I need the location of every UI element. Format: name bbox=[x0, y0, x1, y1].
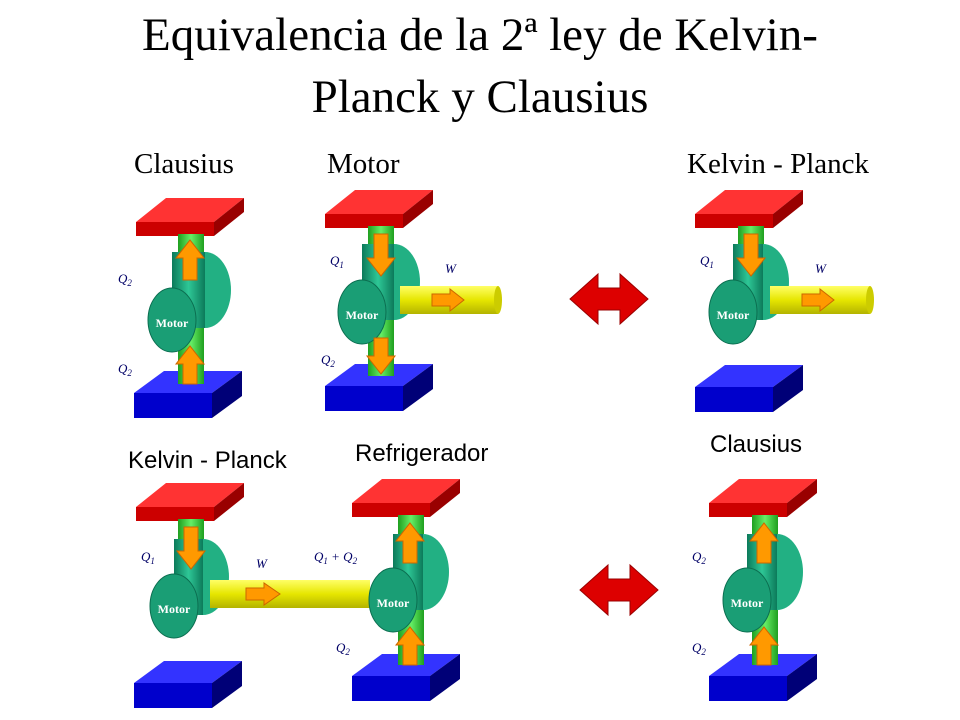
hot-reservoir bbox=[136, 483, 244, 521]
motor-label: Motor bbox=[717, 308, 750, 322]
heat-label-q2: Q2 bbox=[321, 352, 335, 369]
up-arrow-icon bbox=[748, 522, 780, 564]
hot-reservoir bbox=[136, 198, 244, 236]
title-line-1: Equivalencia de la 2ª ley de Kelvin- bbox=[142, 9, 818, 61]
title-line-2: Planck y Clausius bbox=[311, 71, 649, 123]
motor-label: Motor bbox=[158, 602, 191, 616]
label-clausius-top: Clausius bbox=[134, 148, 234, 180]
work-label: W bbox=[815, 261, 827, 276]
up-arrow-icon bbox=[394, 626, 426, 666]
device-refrigerador: Motor Q1 + Q2 Q2 bbox=[314, 479, 460, 701]
engine-cylinder: Motor bbox=[708, 244, 874, 345]
label-clausius-bottom: Clausius bbox=[710, 431, 803, 458]
cold-reservoir bbox=[134, 661, 242, 708]
engine-cylinder: Motor bbox=[337, 244, 502, 345]
label-kelvin-bottom: Kelvin - Planck bbox=[128, 447, 287, 474]
up-arrow-icon bbox=[748, 626, 780, 666]
up-arrow-icon bbox=[394, 522, 426, 564]
right-arrow-icon bbox=[801, 287, 835, 313]
cold-reservoir bbox=[695, 365, 803, 412]
cold-reservoir bbox=[325, 364, 433, 411]
device-clausius-top: Motor Q2 Q2 bbox=[118, 198, 244, 418]
engine-cylinder: Motor bbox=[147, 252, 231, 353]
heat-label-q1: Q1 bbox=[141, 549, 155, 566]
hot-reservoir bbox=[325, 190, 433, 228]
heat-label-q1: Q1 bbox=[700, 253, 714, 270]
heat-label-q2: Q2 bbox=[692, 549, 706, 566]
double-headed-arrow-icon bbox=[579, 563, 659, 617]
device-clausius-bottom: Motor Q2 Q2 bbox=[692, 479, 817, 701]
heat-label-q2: Q2 bbox=[118, 271, 132, 288]
device-kelvin-bottom: Motor Q1 W bbox=[134, 483, 370, 708]
engine-cylinder: Motor bbox=[149, 539, 370, 639]
right-arrow-icon bbox=[431, 287, 465, 313]
work-label: W bbox=[256, 556, 268, 571]
heat-label-q2: Q2 bbox=[692, 640, 706, 657]
heat-label-q1: Q1 bbox=[330, 253, 344, 270]
hot-reservoir bbox=[352, 479, 460, 517]
down-arrow-icon bbox=[365, 337, 397, 375]
label-refrigerador: Refrigerador bbox=[355, 440, 489, 467]
right-arrow-icon bbox=[245, 582, 281, 606]
motor-label: Motor bbox=[156, 316, 189, 330]
page-title: Equivalencia de la 2ª ley de Kelvin- Pla… bbox=[0, 4, 960, 128]
hot-reservoir bbox=[695, 190, 803, 228]
motor-label: Motor bbox=[377, 596, 410, 610]
motor-label: Motor bbox=[731, 596, 764, 610]
work-label: W bbox=[445, 261, 457, 276]
label-kelvin-top: Kelvin - Planck bbox=[687, 148, 870, 180]
double-headed-arrow-icon bbox=[569, 272, 649, 326]
hot-reservoir bbox=[709, 479, 817, 517]
device-motor-top: Motor Q1 Q2 W bbox=[321, 190, 502, 411]
down-arrow-icon bbox=[365, 233, 397, 277]
heat-label-q2: Q2 bbox=[118, 361, 132, 378]
up-arrow-icon bbox=[174, 239, 206, 281]
up-arrow-icon bbox=[174, 345, 206, 385]
heat-label-q2: Q2 bbox=[336, 640, 350, 657]
down-arrow-icon bbox=[175, 526, 207, 570]
down-arrow-icon bbox=[735, 233, 767, 277]
device-kelvin-top: Motor Q1 W bbox=[695, 190, 874, 412]
label-motor-top: Motor bbox=[327, 148, 400, 180]
motor-label: Motor bbox=[346, 308, 379, 322]
heat-label-q1-plus-q2: Q1 + Q2 bbox=[314, 549, 358, 566]
work-shaft bbox=[210, 580, 370, 608]
